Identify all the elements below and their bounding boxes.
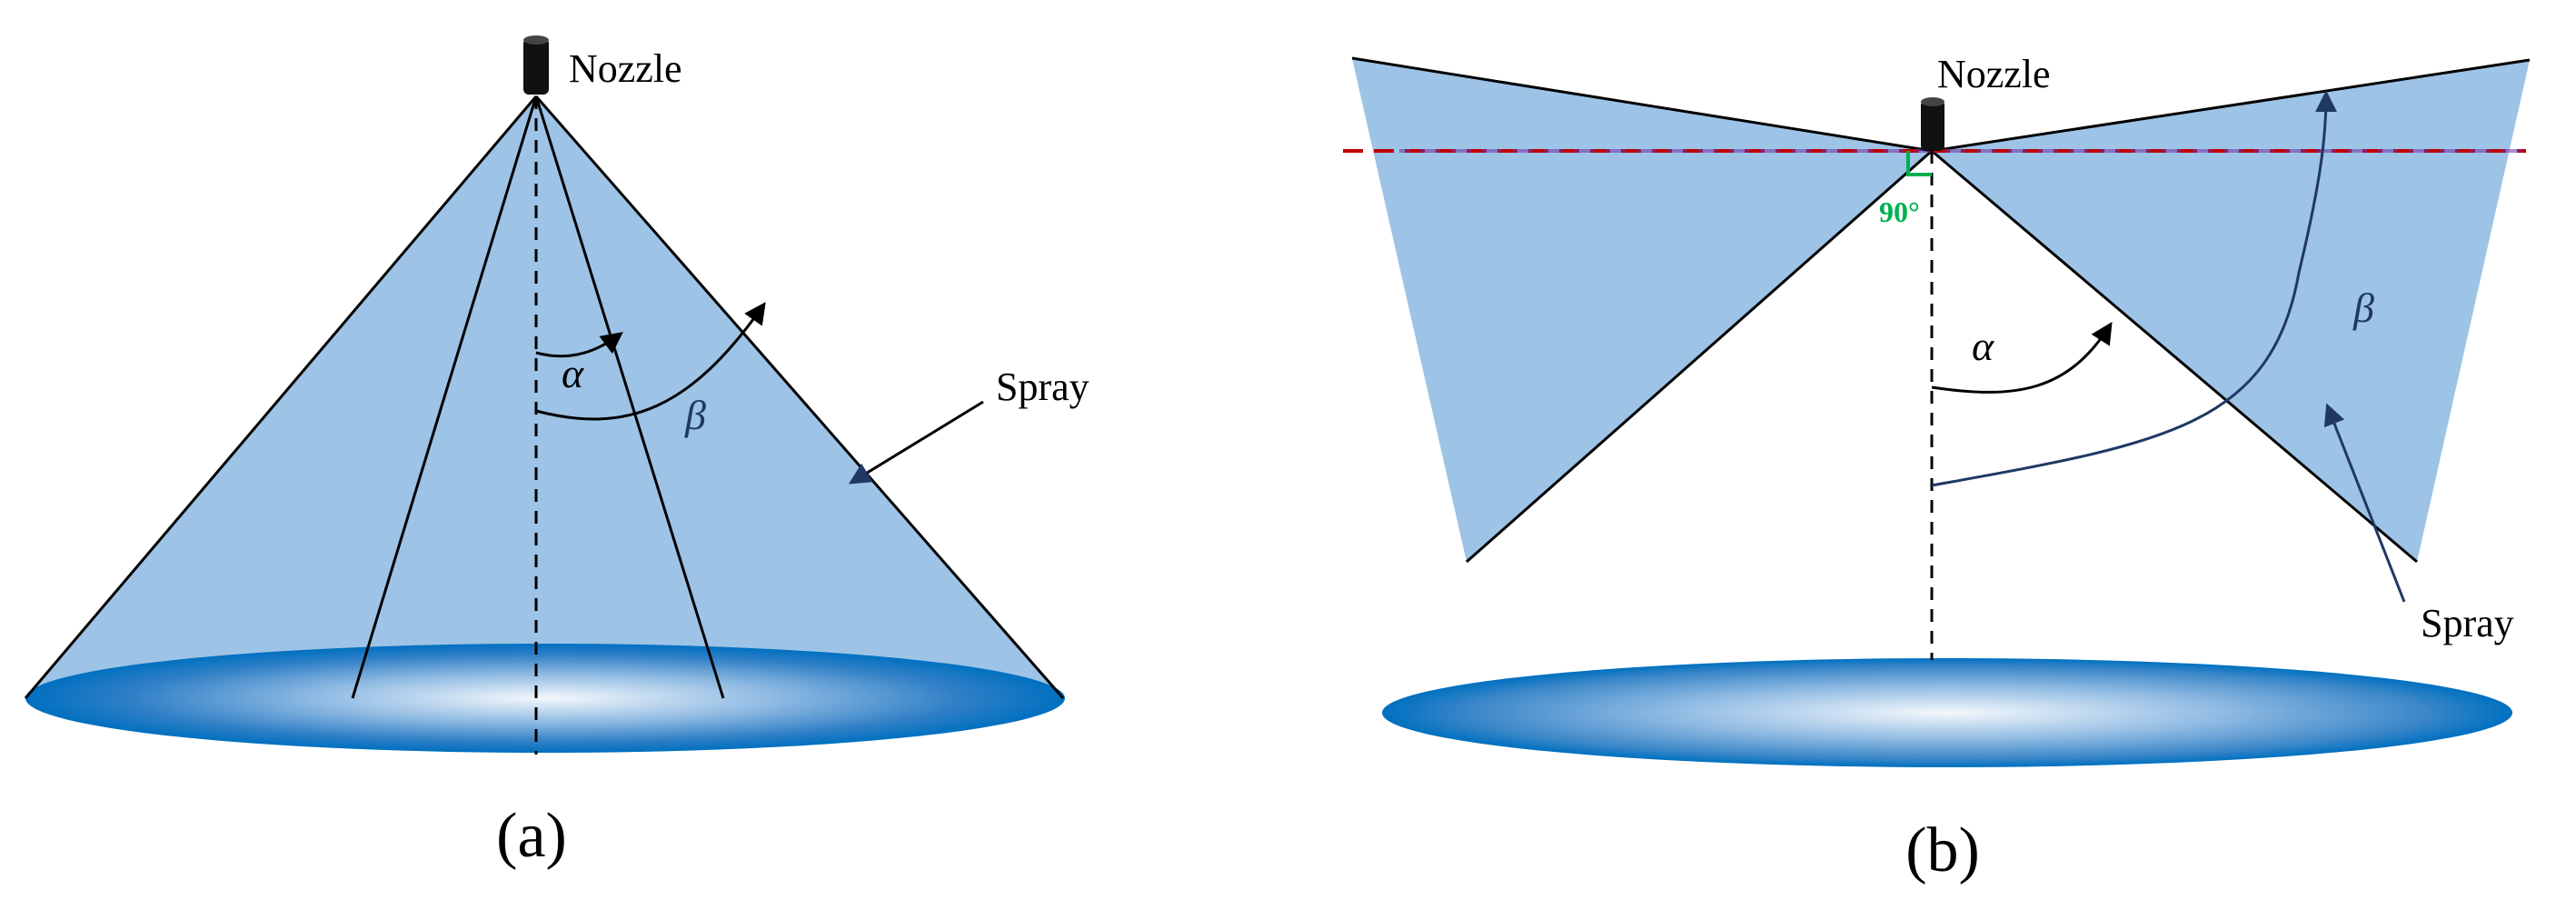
- beta-arc-b: [1931, 90, 2337, 487]
- alpha-arc-a: [535, 332, 623, 358]
- right-angle-marker-b: [1906, 151, 1932, 176]
- spray-label-a: Spray: [996, 365, 1089, 409]
- wing-top-right-b: [1931, 58, 2531, 153]
- alpha-label-a: α: [562, 350, 584, 396]
- nozzle-icon-b: [1921, 100, 1944, 151]
- spray-cone-a: [25, 96, 1063, 698]
- beta-label-a: β: [684, 392, 706, 438]
- pool-b: [1382, 658, 2512, 767]
- wing-inner-left-b: [1466, 149, 1933, 564]
- beta-label-b: β: [2352, 285, 2374, 331]
- spray-wing-left-b: [1352, 58, 1932, 562]
- wing-inner-right-b: [1931, 149, 2418, 564]
- alpha-label-b: α: [1972, 323, 1994, 369]
- spray-pointer-b: [2323, 403, 2406, 603]
- panel-b: Nozzle Spray α β 90° (b): [1343, 52, 2531, 885]
- spray-wing-right-b: [1932, 60, 2530, 562]
- cone-edge-right-a: [534, 95, 1065, 699]
- nozzle-label-b: Nozzle: [1937, 52, 2051, 96]
- caption-b: (b): [1905, 815, 1980, 885]
- inner-edge-left-a: [351, 95, 538, 699]
- alpha-arc-b: [1931, 321, 2113, 394]
- nozzle-top-b: [1921, 97, 1944, 106]
- angle-label-b: 90°: [1879, 195, 1920, 228]
- cone-edge-left-a: [24, 95, 538, 699]
- panel-a: Nozzle Spray α β (a): [24, 35, 1089, 871]
- beta-arc-a: [535, 302, 766, 421]
- spray-label-b: Spray: [2421, 601, 2514, 645]
- caption-a: (a): [496, 801, 567, 871]
- inner-edge-right-a: [534, 95, 725, 699]
- nozzle-top-a: [523, 35, 549, 45]
- nozzle-icon-a: [523, 38, 549, 95]
- nozzle-label-a: Nozzle: [569, 46, 682, 91]
- spray-pointer-a: [848, 400, 984, 485]
- pool-a: [25, 644, 1065, 753]
- wing-top-left-b: [1351, 56, 1933, 153]
